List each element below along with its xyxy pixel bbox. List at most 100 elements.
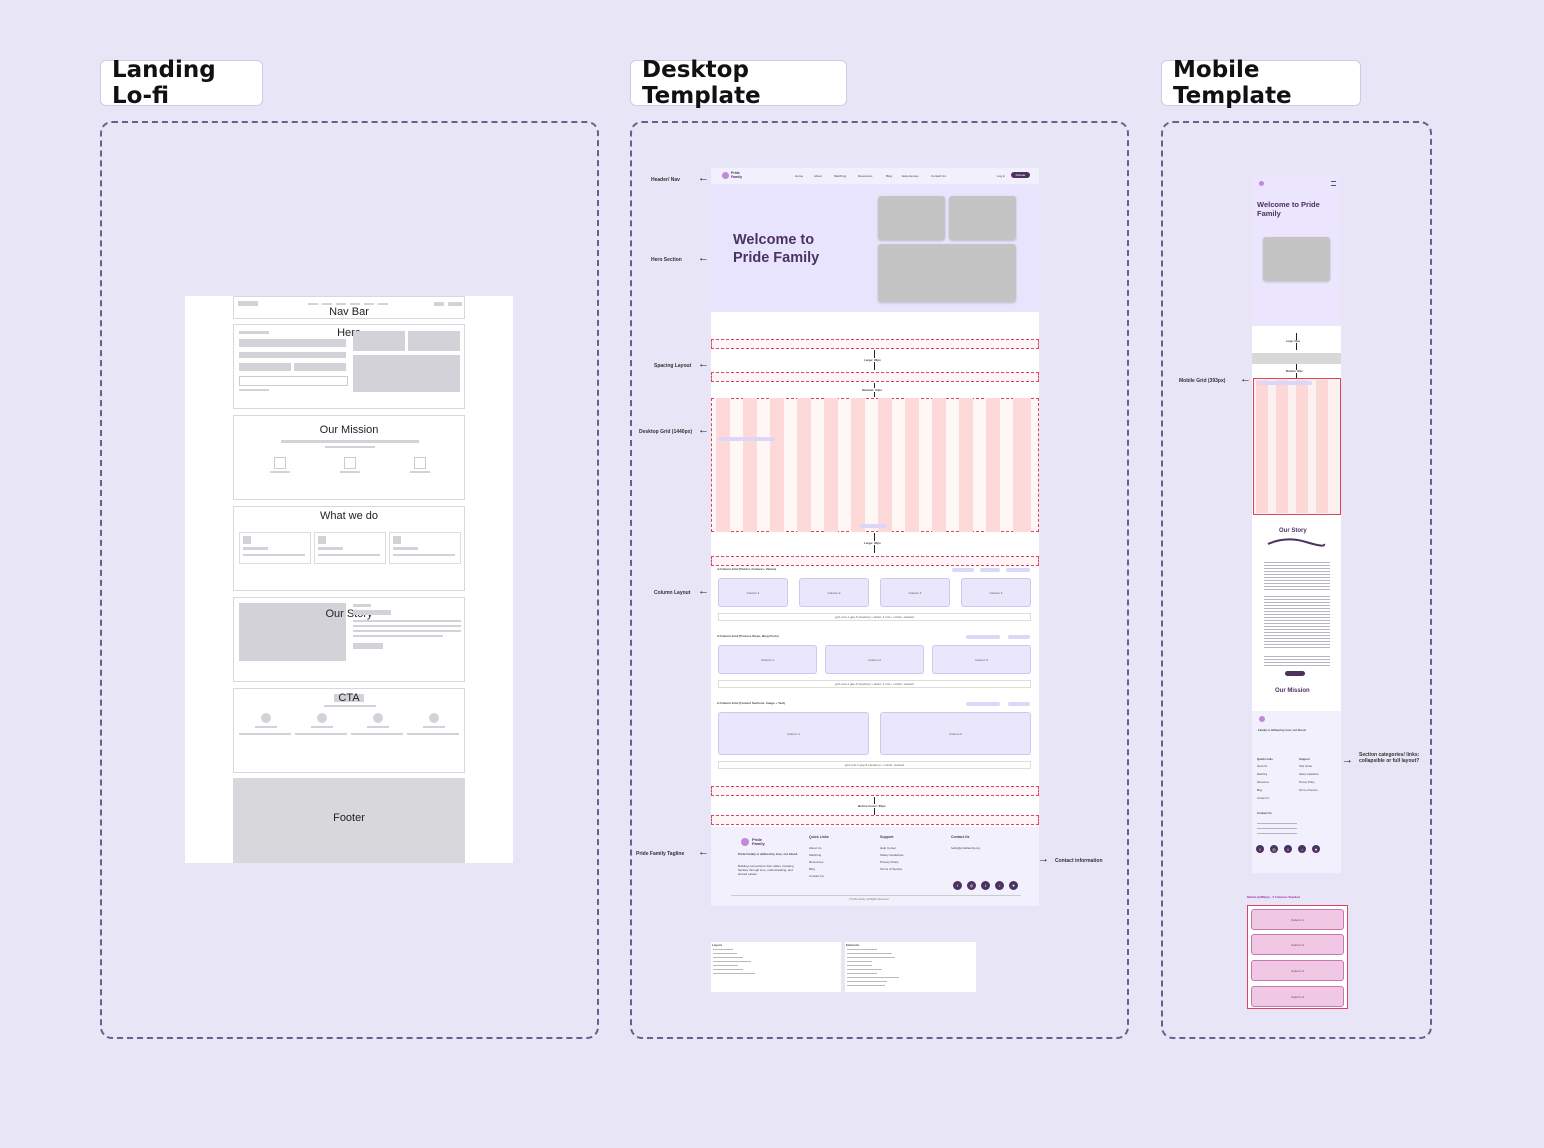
footer-logo-text[interactable]: Pride Family [752,837,765,846]
footer-logo-icon [741,838,749,846]
lofi-nav-section: Nav Bar [233,296,465,319]
logo-icon [722,172,729,179]
twitter-icon[interactable]: t [1284,845,1292,853]
ann-column: Column Layout [654,590,691,596]
footer-link[interactable]: Matching [809,853,822,857]
lofi-footer-section: Footer [233,778,465,863]
hamburger-menu-icon[interactable] [1331,181,1336,186]
instagram-icon[interactable]: ◎ [967,881,976,890]
spacing-medium: Medium: 64px [862,388,883,392]
footer-link[interactable]: Help Center [880,846,897,850]
mobile-contact-title: Contact Us [1257,811,1272,815]
frame-label-mobile[interactable]: Mobile Template [1161,57,1361,109]
grid4-col-2: Column 2 [799,578,869,607]
mobile-frame[interactable] [1161,121,1432,1039]
nav-experiences[interactable]: Experiences [902,174,919,178]
desktop-frame[interactable] [630,121,1129,1039]
arrow-left-icon: ← [698,252,709,264]
footer-link[interactable]: About Us [809,846,822,850]
nav-blog[interactable]: Blog [886,174,893,178]
grid3-note: grid-cols-3 gap-6 (desktop) • tablet: 2 … [718,680,1031,688]
mobile-read-more-button[interactable] [1285,671,1305,676]
mobile-story-title: Our Story [1279,528,1307,534]
grid2-col-2: Column 2 [880,712,1031,755]
footer-link[interactable]: Safety Guidelines [880,853,904,857]
lofi-footer-label: Footer [333,812,365,824]
heart-icon[interactable]: ♥ [1009,881,1018,890]
lofi-hero-section: Hero [233,324,465,409]
footer-contact-email[interactable]: hello@pridefamily.org [951,846,980,850]
grid-spec [717,437,775,441]
ann-hero: Hero Section [651,257,682,263]
tiktok-icon[interactable]: ♪ [995,881,1004,890]
footer-tagline: Pride Family is defined by love, not blo… [738,852,799,856]
grid2-title: 2-Column Grid (Content Sections, Image +… [717,701,786,705]
nav-matching[interactable]: Matching [834,174,847,178]
mobile-footer-link[interactable]: Terms of Service [1299,789,1318,792]
lofi-story-label: Our Story [325,608,373,620]
mobile-contact-info [1257,819,1297,837]
nav-contact[interactable]: Contact Us [931,174,946,178]
mobile-footer-link[interactable]: About Us [1257,765,1268,768]
tag-pill [1008,635,1030,639]
mobile-footer-link[interactable]: Contact Us [1257,797,1270,800]
mobile-ann-grid: Mobile Grid (393px) [1179,378,1226,384]
facebook-icon[interactable]: f [1256,845,1264,853]
brush-stroke-icon [1267,538,1326,547]
logo-text[interactable]: Pride Family [731,171,743,179]
mobile-footer-link[interactable]: Resources [1257,781,1269,784]
hero-image-2 [949,196,1016,240]
tag-pill [966,635,1000,639]
footer-link[interactable]: Blog [809,867,816,871]
tiktok-icon[interactable]: ♪ [1298,845,1306,853]
nav-resources[interactable]: Resources [858,174,873,178]
mobile-footer-link[interactable]: Privacy Policy [1299,781,1315,784]
mobile-stack-col-4: Column 4 [1251,986,1344,1007]
desktop-nav [711,168,1039,184]
tag-pill [980,568,1000,572]
facebook-icon[interactable]: f [953,881,962,890]
footer-link[interactable]: Terms of Service [880,867,903,871]
twitter-icon[interactable]: t [981,881,990,890]
nav-home[interactable]: Home [795,174,804,178]
grid4-note: grid-cols-4 gap-6 (desktop) • tablet: 2 … [718,613,1031,621]
landing-frame[interactable] [100,121,599,1039]
grid3-col-3: Column 3 [932,645,1031,674]
mobile-support-title: Support [1299,757,1310,761]
footer-link[interactable]: Resources [809,860,824,864]
ann-grid: Desktop Grid (1440px) [639,429,693,435]
spacing-guide [711,556,1039,566]
mobile-footer-link[interactable]: Help Center [1299,765,1313,768]
footer-contact-title: Contact Us [951,835,970,839]
mobile-stack-col-1: Column 1 [1251,909,1344,930]
frame-label-landing[interactable]: Landing Lo-fi [100,57,263,109]
mobile-stack-col-3: Column 3 [1251,960,1344,981]
instagram-icon[interactable]: ◎ [1270,845,1278,853]
mobile-footer-link[interactable]: Blog [1257,789,1263,792]
arrow-left-icon: ← [698,846,709,858]
footer-link[interactable]: Privacy Policy [880,860,899,864]
mobile-stack-col-2: Column 2 [1251,934,1344,955]
tag-pill [1006,568,1030,572]
footer-link[interactable]: Contact Us [809,874,824,878]
grid4-col-1: Column 1 [718,578,788,607]
desktop-footer [711,827,1039,906]
notes-layout: Layout [711,942,841,992]
donate-button[interactable]: Donate [1011,172,1030,178]
ann-header: Header/ Nav [651,177,680,183]
grid3-title: 3-Column Grid (Process Steps, Blog Posts… [717,634,779,638]
mobile-footer-quote: Family is defined by love, not blood. [1258,728,1307,732]
grid2-note: grid-cols-2 gap-8 (desktop) • mobile: st… [718,761,1031,769]
nav-about[interactable]: About [814,174,822,178]
frame-label-desktop[interactable]: Desktop Template [630,57,847,109]
mobile-ann-footer: Section categories/ links: collapsible o… [1359,752,1420,764]
arrow-right-icon: → [1038,853,1049,865]
mobile-footer-link[interactable]: Safety Guidelines [1299,773,1319,776]
footer-divider [731,895,1021,896]
mobile-footer [1252,711,1341,873]
login-link[interactable]: Log in [997,174,1006,178]
grid3-col-1: Column 1 [718,645,817,674]
heart-icon[interactable]: ♥ [1312,845,1320,853]
mobile-footer-link[interactable]: Matching [1257,773,1268,776]
grid3-col-2: Column 2 [825,645,924,674]
